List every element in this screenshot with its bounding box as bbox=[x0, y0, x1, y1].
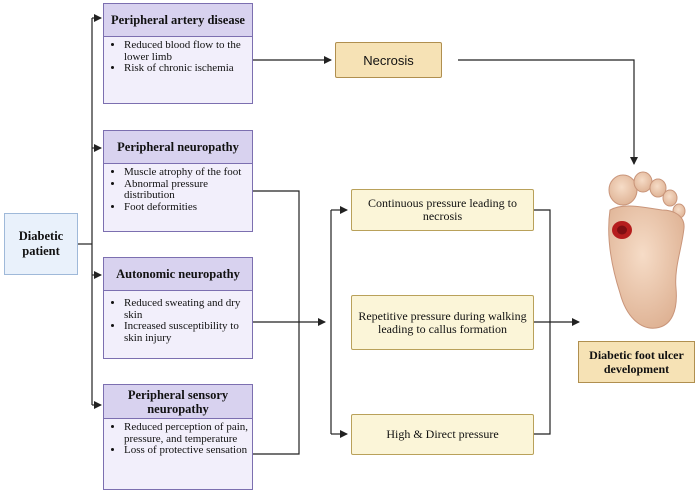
cause-point: Abnormal pressure distribution bbox=[124, 178, 248, 202]
necrosis-label: Necrosis bbox=[363, 52, 414, 68]
mechanism-label: Repetitive pressure during walking leadi… bbox=[358, 308, 527, 336]
mechanism-high-direct-pressure: High & Direct pressure bbox=[351, 414, 534, 455]
cause-point: Increased susceptibility to skin injury bbox=[124, 320, 248, 344]
mechanism-label: High & Direct pressure bbox=[386, 427, 499, 441]
mechanism-continuous-pressure: Continuous pressure leading to necrosis bbox=[351, 189, 534, 231]
patient-label: Diabetic patient bbox=[18, 229, 64, 258]
cause-peripheral-artery-disease: Peripheral artery disease Reduced blood … bbox=[103, 3, 253, 104]
cause-point: Loss of protective sensation bbox=[124, 444, 248, 457]
cause-point: Reduced blood flow to the lower limb bbox=[124, 39, 248, 63]
mechanism-label: Continuous pressure leading to necrosis bbox=[368, 196, 517, 223]
necrosis-node: Necrosis bbox=[335, 42, 442, 78]
cause-point: Muscle atrophy of the foot bbox=[124, 166, 248, 179]
foot-with-ulcer-icon bbox=[608, 171, 686, 329]
cause-peripheral-sensory-neuropathy: Peripheral sensory neuropathy Reduced pe… bbox=[103, 384, 253, 490]
diabetic-patient-node: Diabetic patient bbox=[4, 213, 78, 275]
cause-point: Reduced perception of pain, pressure, an… bbox=[124, 421, 248, 445]
cause-autonomic-neuropathy: Autonomic neuropathy Reduced sweating an… bbox=[103, 257, 253, 359]
cause-points: Reduced blood flow to the lower limb Ris… bbox=[104, 37, 252, 75]
cause-title: Autonomic neuropathy bbox=[104, 258, 252, 291]
cause-point: Risk of chronic ischemia bbox=[124, 62, 248, 75]
cause-points: Reduced perception of pain, pressure, an… bbox=[104, 419, 252, 457]
outcome-label: Diabetic foot ulcer development bbox=[589, 348, 684, 376]
cause-peripheral-neuropathy: Peripheral neuropathy Muscle atrophy of … bbox=[103, 130, 253, 232]
cause-points: Muscle atrophy of the foot Abnormal pres… bbox=[104, 164, 252, 213]
cause-point: Foot deformities bbox=[124, 201, 248, 214]
cause-title: Peripheral sensory neuropathy bbox=[104, 385, 252, 419]
cause-points: Reduced sweating and dry skin Increased … bbox=[104, 291, 252, 344]
cause-title: Peripheral neuropathy bbox=[104, 131, 252, 164]
mechanism-repetitive-pressure: Repetitive pressure during walking leadi… bbox=[351, 295, 534, 350]
cause-point: Reduced sweating and dry skin bbox=[124, 297, 248, 321]
cause-title: Peripheral artery disease bbox=[104, 4, 252, 37]
diabetic-foot-ulcer-node: Diabetic foot ulcer development bbox=[578, 341, 695, 383]
